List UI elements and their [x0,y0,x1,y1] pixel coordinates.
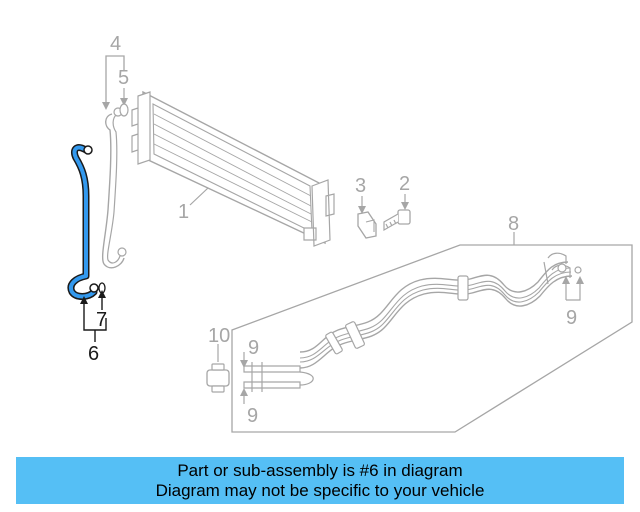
info-banner: Part or sub-assembly is #6 in diagram Di… [16,457,624,504]
part-3-leader-arrow [358,206,366,214]
part-4-tube-inner [107,113,121,264]
part-3-bracket-body [357,211,377,239]
part-5-leader-arrow [120,98,128,106]
part-1-core-fin [153,123,312,207]
callout-7: 7 [96,309,107,331]
part-2-leader-arrow [401,202,409,210]
part-7-leader-arrow [98,290,106,298]
part-1-oil-cooler [131,90,335,247]
part-8-panel-outline [231,244,633,433]
callout-1: 1 [178,201,189,223]
part-1-core-fin [153,143,313,223]
part-1-core-fin [153,133,312,215]
part-1-cooler-body [142,90,326,245]
part-4-leader-bracket [105,55,125,108]
callout-5: 5 [118,67,129,89]
part-1-leader [189,187,209,206]
part-8-fitting-bolt [557,263,567,273]
part-4-fitting-bottom [117,247,127,257]
part-8-line-inner-lower [299,271,572,363]
part-9-right-clip [574,266,582,274]
part-6-cooler-line[interactable] [67,144,107,342]
part-9-right-arrow-a [562,276,570,284]
part-10-base [211,385,225,393]
callout-2: 2 [399,173,410,195]
callout-9-right: 9 [566,307,577,329]
part-6-fitting-top [83,145,93,155]
part-8-cooler-lines [231,244,633,433]
part-6-leader-bracket [83,302,107,342]
part-4-cooler-line [101,55,129,269]
part-2-bolt-head [397,209,411,225]
banner-line-disclaimer: Diagram may not be specific to your vehi… [155,480,485,500]
part-10-body [206,369,230,387]
part-1-right-tank [303,179,335,247]
part-5-clip [119,103,129,117]
part-10-connector [206,344,230,393]
part-8-clamp [345,321,365,349]
part-4-tube-outer [101,113,125,269]
part-8-line-lower [299,275,573,369]
part-4-leader-arrow [102,102,110,110]
part-8-line-inner-upper [299,267,571,359]
part-3-bracket [357,196,377,239]
part-8-fitting-left [243,362,301,392]
callout-9-top: 9 [248,337,259,359]
part-9-bottom-arrow [240,388,248,396]
callout-4: 4 [110,33,121,55]
part-6-tube-fill [69,145,96,299]
part-3-bracket-tab [365,219,375,232]
part-8-clamp [325,331,343,355]
callout-8: 8 [508,213,519,235]
callout-10: 10 [208,325,230,347]
part-8-line-upper [299,261,569,353]
part-2-bolt [383,194,411,232]
part-8-clamp [457,275,469,301]
part-6-fitting-bottom [89,283,99,293]
part-1-core-fin [153,113,312,197]
part-9-right-bracket [565,282,581,301]
leaders-8-9 [240,232,584,404]
part-1-left-tank [131,91,151,165]
part-10-cap [211,363,225,371]
part-9-top-arrow [240,360,248,368]
part-9-right-arrow-b [576,276,584,284]
callout-6: 6 [88,343,99,365]
callout-9-bottom: 9 [247,405,258,427]
part-8-line-left-lower [299,371,314,386]
parts-diagram: 1 2 3 4 5 6 7 8 9 9 9 10 [67,33,633,433]
part-6-leader-arrow [80,296,88,304]
part-2-bolt-shank [383,213,399,232]
callout-3: 3 [355,175,366,197]
banner-line-part: Part or sub-assembly is #6 in diagram [177,460,463,480]
